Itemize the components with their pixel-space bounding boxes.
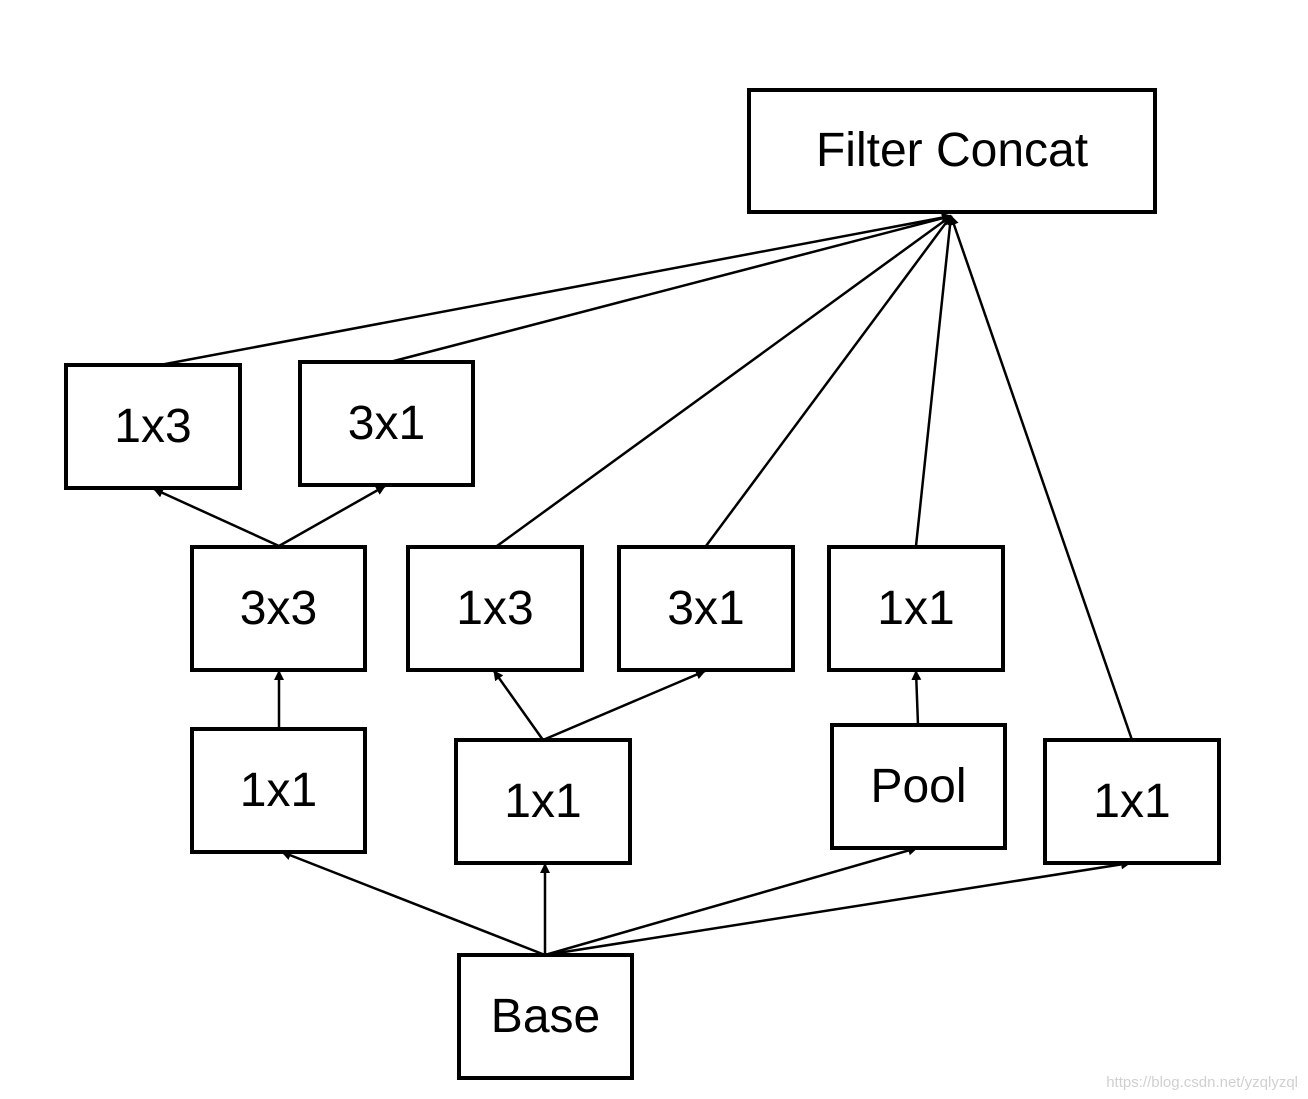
edge-mid-3x1-to-concat [704, 215, 953, 547]
low-1x1-center-node: 1x1 [454, 738, 632, 865]
low-1x1-left-node: 1x1 [190, 727, 367, 854]
edge-mid-1x1-to-concat [914, 215, 956, 547]
top-1x3-node: 1x3 [64, 363, 242, 490]
mid-1x3-node: 1x3 [406, 545, 584, 672]
edge-top-1x3-to-concat [159, 212, 952, 367]
edge-low-1x1-right-to-concat [949, 215, 1134, 741]
mid-3x3-node: 3x3 [190, 545, 367, 672]
edge-base-to-1x1-right [544, 859, 1131, 957]
watermark: https://blog.csdn.net/yzqlyzql [1106, 1074, 1298, 1091]
mid-3x1-node: 3x1 [617, 545, 795, 672]
mid-1x1-node: 1x1 [827, 545, 1005, 672]
pool-node: Pool [830, 723, 1007, 850]
low-1x1-right-node: 1x1 [1043, 738, 1221, 865]
edge-3x3-to-top-1x3 [153, 487, 280, 548]
edge-1x1-center-to-3x1 [542, 669, 706, 742]
edge-pool-to-1x1 [911, 670, 922, 726]
edge-1x1-center-to-1x3 [492, 670, 545, 741]
edge-3x3-to-top-3x1 [278, 484, 386, 548]
edge-mid-1x3-to-concat [496, 214, 952, 548]
filter-concat-node: Filter Concat [747, 88, 1157, 214]
base-node: Base [457, 953, 634, 1080]
edge-base-to-1x1-left [281, 850, 546, 957]
edge-top-3x1-to-concat [389, 213, 952, 364]
edge-base-to-pool [544, 845, 918, 957]
top-3x1-node: 3x1 [298, 360, 475, 487]
